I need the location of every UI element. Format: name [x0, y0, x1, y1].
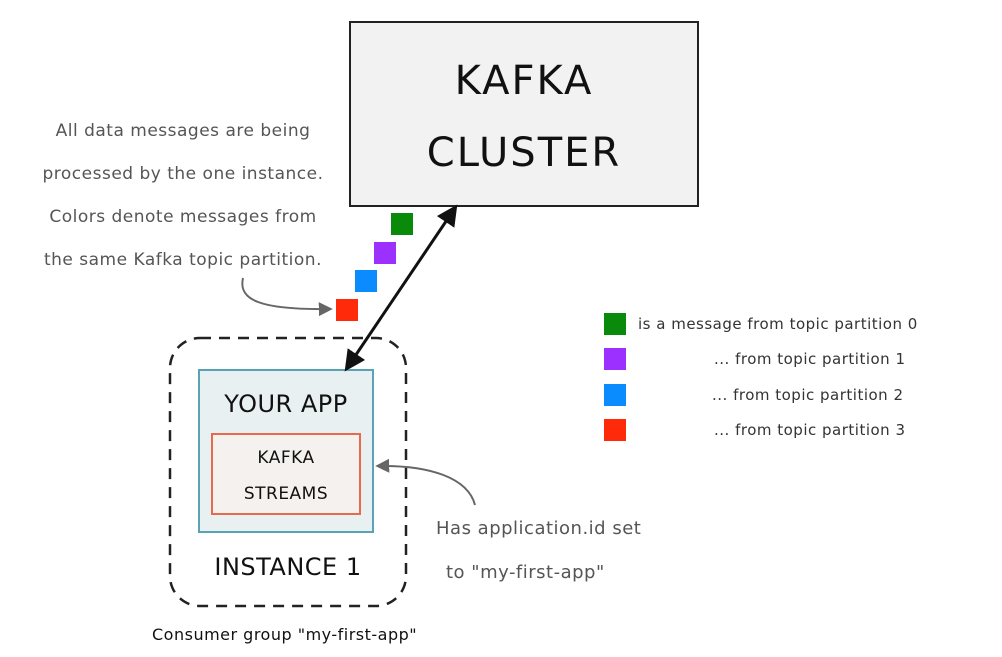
- consumer-group-boundary: [168, 336, 408, 608]
- message-partition-1: [374, 242, 396, 264]
- app-title: YOUR APP: [224, 390, 348, 418]
- app-id-note-line2: to "my-first-app": [446, 562, 605, 583]
- cluster-title-line2: CLUSTER: [426, 130, 622, 176]
- app-id-note-line1: Has application.id set: [436, 518, 642, 539]
- note-line: the same Kafka topic partition.: [43, 250, 322, 270]
- note-line: All data messages are being: [55, 121, 311, 141]
- legend-text-0: is a message from topic partition 0: [638, 315, 918, 333]
- legend-text-1: ... from topic partition 1: [714, 350, 906, 368]
- legend-text-3: ... from topic partition 3: [714, 421, 906, 439]
- consumer-group-label: Consumer group "my-first-app": [152, 625, 418, 644]
- kafka-streams-box: [211, 433, 361, 515]
- cluster-title-line1: KAFKA: [454, 58, 594, 104]
- note-line: Colors denote messages from: [49, 207, 317, 227]
- app-id-pointer-arrow: [375, 458, 476, 506]
- note-line: processed by the one instance.: [42, 164, 324, 184]
- kafka-cluster-box: [349, 21, 699, 207]
- streams-label-line1: KAFKA: [257, 448, 315, 468]
- cluster-app-arrow: [344, 204, 458, 372]
- message-partition-3: [336, 299, 358, 321]
- legend-swatch-1: [604, 348, 626, 370]
- note-pointer-arrow: [241, 277, 333, 317]
- explanation-note: All data messages are being processed by…: [18, 110, 348, 282]
- legend-text-2: ... from topic partition 2: [712, 386, 904, 404]
- legend-swatch-2: [604, 384, 626, 406]
- legend-swatch-0: [604, 313, 626, 335]
- streams-label-line2: STREAMS: [243, 484, 329, 504]
- message-partition-0: [391, 213, 413, 235]
- message-partition-2: [355, 270, 377, 292]
- legend-swatch-3: [604, 419, 626, 441]
- instance-label: INSTANCE 1: [214, 553, 362, 581]
